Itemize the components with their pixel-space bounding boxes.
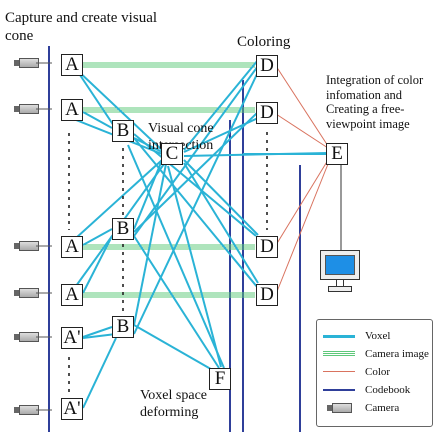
ellipsis-dashes bbox=[68, 132, 268, 395]
voxel-space-deforming-label: Voxel space deforming bbox=[140, 388, 207, 420]
legend-camera-image: Camera image bbox=[323, 347, 431, 361]
node-a-3: A bbox=[61, 236, 83, 258]
node-a-prime-1: A' bbox=[61, 327, 83, 349]
node-f: F bbox=[209, 368, 231, 390]
node-d-3: D bbox=[256, 236, 278, 258]
legend-voxel: Voxel bbox=[323, 329, 431, 343]
legend-voxel-label: Voxel bbox=[365, 330, 391, 342]
camera-icon bbox=[327, 403, 353, 413]
camera-links bbox=[36, 62, 52, 411]
node-d-2: D bbox=[256, 102, 278, 124]
capture-label: Capture and create visual cone bbox=[5, 10, 158, 44]
color-lines bbox=[275, 65, 329, 295]
voxel-lines bbox=[75, 59, 329, 409]
integration-label: Integration of color infomation and Crea… bbox=[326, 73, 424, 131]
monitor-icon bbox=[320, 250, 362, 298]
legend-camera-image-label: Camera image bbox=[365, 348, 429, 360]
coloring-label: Coloring bbox=[237, 34, 291, 50]
legend-camera-label: Camera bbox=[365, 402, 400, 414]
node-b-2: B bbox=[112, 218, 134, 240]
node-a-4: A bbox=[61, 284, 83, 306]
legend: Voxel Camera image Color Codebook Camera bbox=[316, 319, 433, 427]
legend-codebook-label: Codebook bbox=[365, 384, 411, 396]
node-c: C bbox=[161, 143, 183, 165]
node-a-1: A bbox=[61, 54, 83, 76]
legend-color: Color bbox=[323, 365, 431, 379]
node-a-prime-2: A' bbox=[61, 398, 83, 420]
node-e: E bbox=[326, 143, 348, 165]
legend-camera: Camera bbox=[323, 401, 431, 415]
legend-codebook: Codebook bbox=[323, 383, 431, 397]
node-b-3: B bbox=[112, 316, 134, 338]
node-a-2: A bbox=[61, 99, 83, 121]
node-d-4: D bbox=[256, 284, 278, 306]
node-b-1: B bbox=[112, 120, 134, 142]
node-d-1: D bbox=[256, 55, 278, 77]
legend-color-label: Color bbox=[365, 366, 391, 378]
